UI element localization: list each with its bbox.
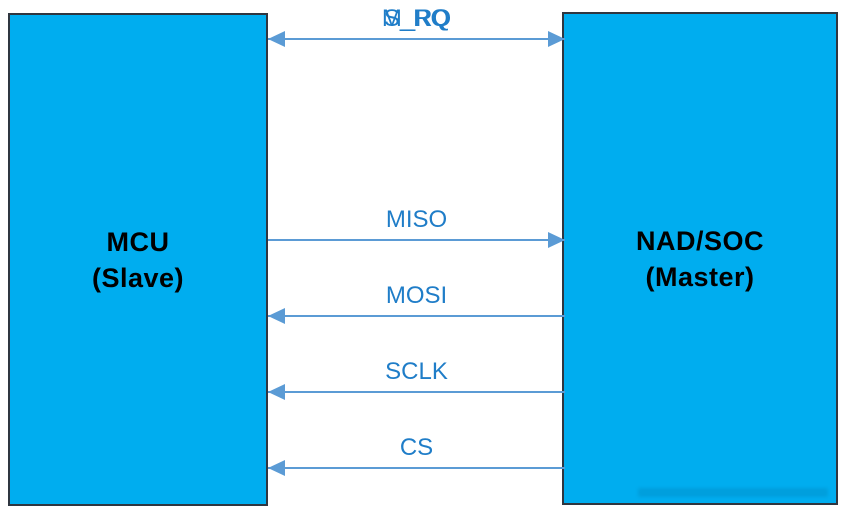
signal-label-mosi: MOSI xyxy=(385,282,448,309)
nad-box-title: NAD/SOC xyxy=(635,225,764,256)
signal-label-m-rq: M_RQ xyxy=(381,5,452,32)
arrowhead-icon xyxy=(268,31,285,47)
mcu-box-title: MCU xyxy=(106,226,170,257)
mcu-slave-box: MCU (Slave) xyxy=(8,13,268,506)
arrowhead-icon xyxy=(268,308,285,324)
signal-miso: MISO xyxy=(268,201,565,248)
nad-soc-master-box: NAD/SOC (Master) xyxy=(562,12,838,505)
arrowhead-icon xyxy=(268,460,285,476)
signal-label-cs: CS xyxy=(399,434,434,461)
signal-cs: CS xyxy=(268,429,565,476)
signal-line xyxy=(268,315,565,317)
signal-label-s-rq: S_RQ xyxy=(383,5,450,32)
mcu-box-subtitle: (Slave) xyxy=(91,262,185,293)
signal-line xyxy=(268,467,565,469)
signal-label-sclk: SCLK xyxy=(385,358,448,385)
arrowhead-icon xyxy=(268,384,285,400)
signal-mosi: MOSI xyxy=(268,277,565,324)
signal-line xyxy=(268,391,565,393)
signal-sclk: SCLK xyxy=(268,353,565,400)
watermark-smudge xyxy=(638,488,828,497)
arrowhead-icon xyxy=(548,232,565,248)
signal-line xyxy=(268,38,565,40)
signal-label-miso: MISO xyxy=(385,206,448,233)
signal-m-rq: M_RQ xyxy=(268,0,565,47)
signal-line xyxy=(268,239,565,241)
nad-box-subtitle: (Master) xyxy=(645,261,755,292)
